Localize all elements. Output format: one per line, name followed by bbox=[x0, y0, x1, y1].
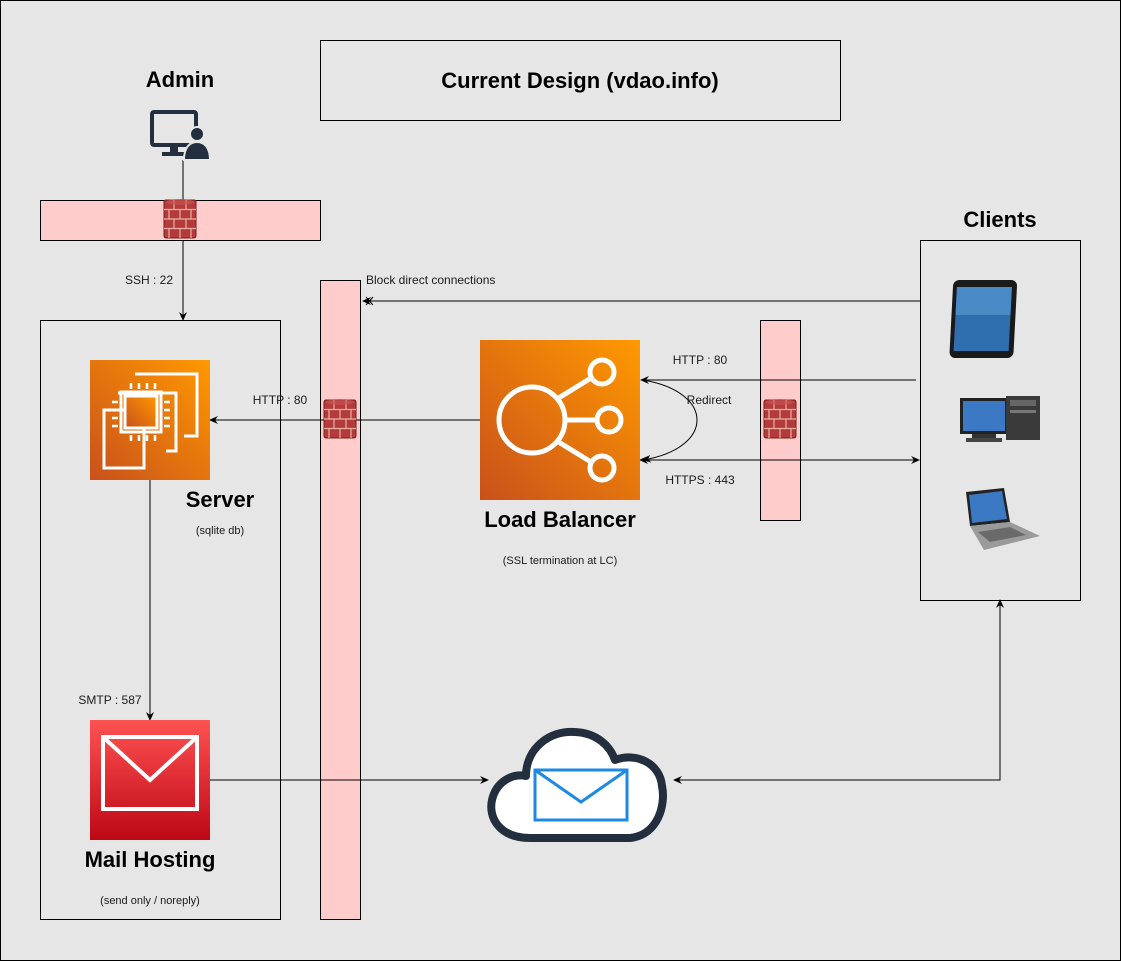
server-sublabel: (sqlite db) bbox=[196, 525, 244, 537]
smtp-edge-label: SMTP : 587 bbox=[78, 693, 141, 707]
laptop-icon bbox=[966, 488, 1040, 550]
firewall-icon bbox=[323, 398, 357, 439]
title-box bbox=[320, 40, 841, 121]
diagram-title: Current Design (vdao.info) bbox=[441, 68, 718, 93]
server-label: Server bbox=[186, 487, 255, 512]
server-zone bbox=[40, 320, 281, 920]
admin-workstation-icon bbox=[150, 110, 212, 161]
blocked-x-mark bbox=[365, 296, 374, 306]
redirect-curve-edge bbox=[642, 379, 698, 463]
load-balancer-label: Load Balancer bbox=[484, 507, 636, 532]
email-cloud-icon bbox=[487, 727, 667, 842]
ec2-instance-icon bbox=[90, 360, 210, 480]
elastic-load-balancer-icon bbox=[480, 340, 640, 500]
firewall-icon bbox=[163, 198, 197, 239]
ssh-edge-label: SSH : 22 bbox=[125, 273, 173, 287]
desktop-computer-icon bbox=[960, 396, 1040, 442]
http-server-edge-label: HTTP : 80 bbox=[253, 393, 308, 407]
clients-label: Clients bbox=[963, 207, 1036, 232]
redirect-edge-label: Redirect bbox=[687, 393, 732, 407]
edges bbox=[146, 160, 1004, 784]
http-client-edge-label: HTTP : 80 bbox=[673, 353, 728, 367]
https-edge-label: HTTPS : 443 bbox=[665, 473, 735, 487]
internal-firewall-zone bbox=[320, 280, 361, 920]
cloud-clients-edge bbox=[673, 599, 1004, 784]
mail-hosting-sublabel: (send only / noreply) bbox=[100, 895, 200, 907]
mail-envelope-icon bbox=[90, 720, 210, 840]
firewall-icon bbox=[763, 398, 797, 439]
block-edge-label: Block direct connections bbox=[366, 273, 495, 287]
mail-hosting-label: Mail Hosting bbox=[85, 847, 216, 872]
admin-label: Admin bbox=[146, 67, 214, 92]
load-balancer-sublabel: (SSL termination at LC) bbox=[503, 555, 618, 567]
tablet-icon bbox=[949, 280, 1018, 358]
